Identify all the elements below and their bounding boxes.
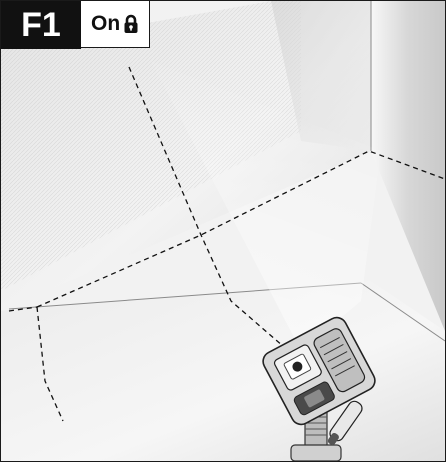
- mode-indicator: On: [81, 1, 151, 48]
- laser-light-wash: [151, 61, 381, 351]
- laser-line-floor: [36, 306, 64, 422]
- laser-lines: [8, 66, 445, 422]
- back-wall-band: [271, 1, 371, 151]
- laser-line-horizontal-left: [8, 306, 38, 312]
- laser-line-horizontal-wall: [36, 150, 445, 308]
- left-wall-hatching: [1, 1, 301, 291]
- laser-level-device: [262, 316, 376, 426]
- padlock-icon: [124, 14, 138, 33]
- laser-line-vertical: [128, 66, 292, 354]
- figure-label: F1: [1, 1, 81, 49]
- floor: [1, 281, 445, 461]
- mode-text: On: [91, 12, 121, 35]
- figure-header: F1 On: [1, 1, 151, 49]
- tripod: [290, 400, 363, 461]
